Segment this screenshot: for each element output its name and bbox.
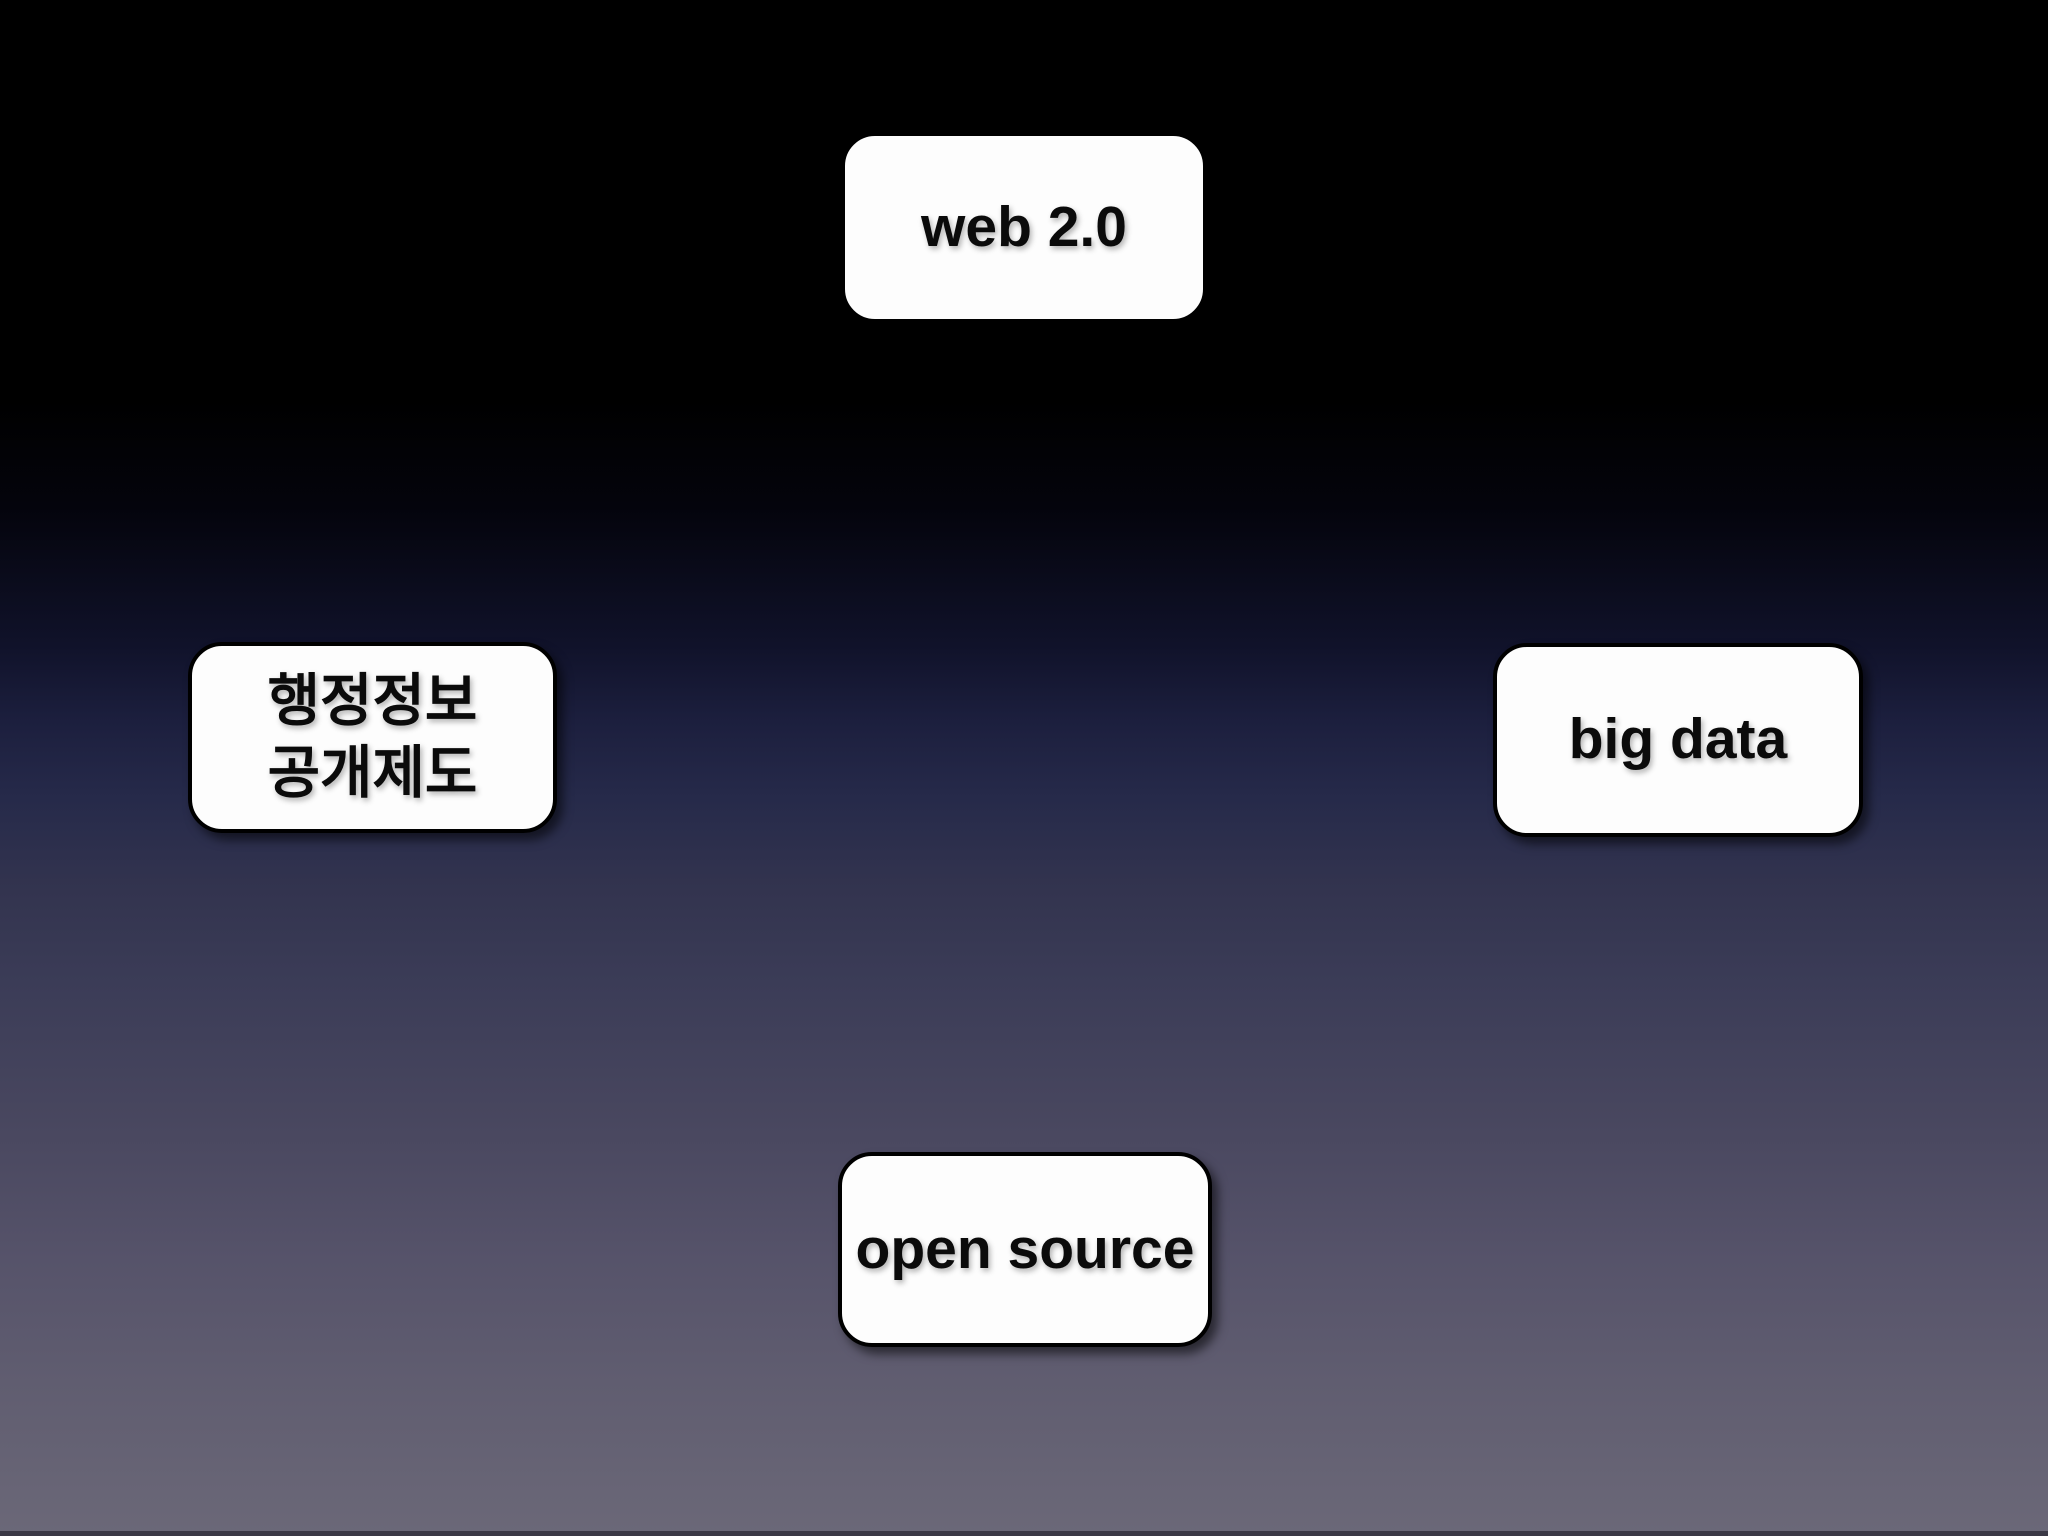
node-big-data: big data [1493, 643, 1863, 837]
node-web-2-0-label: web 2.0 [921, 194, 1127, 259]
node-admin-info-disclosure-label: 행정정보 공개제도 [267, 669, 478, 805]
node-web-2-0: web 2.0 [841, 132, 1207, 323]
node-open-source-label: open source [855, 1216, 1195, 1281]
node-open-source: open source [838, 1152, 1212, 1347]
node-admin-info-disclosure: 행정정보 공개제도 [188, 642, 557, 833]
slide-bottom-edge [0, 1531, 2048, 1536]
node-big-data-label: big data [1568, 707, 1788, 772]
